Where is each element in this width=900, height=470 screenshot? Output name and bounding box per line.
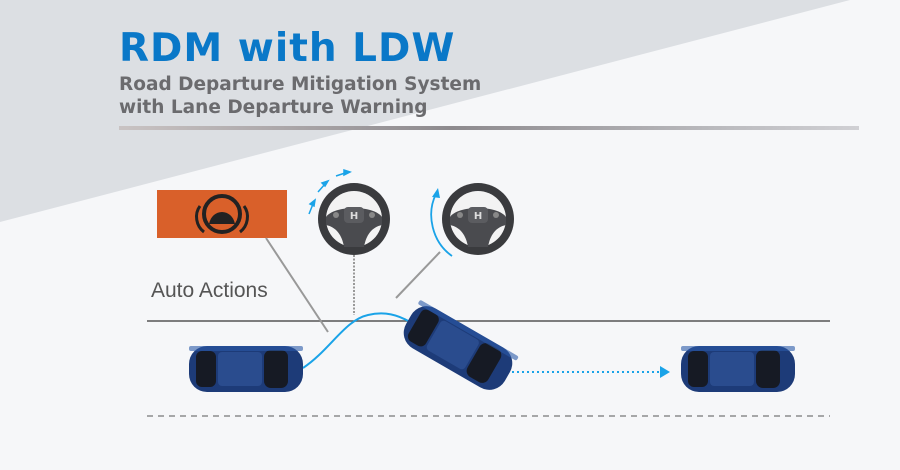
vibration-arrows-icon [308, 168, 352, 215]
title-divider [119, 126, 859, 130]
rotation-arrow-icon [430, 193, 453, 257]
auto-actions-label: Auto Actions [151, 279, 268, 302]
car-departing [397, 299, 519, 397]
subtitle-line-1: Road Departure Mitigation System [119, 74, 482, 95]
arrow-head-icon [660, 366, 670, 378]
page-title: RDM with LDW [119, 26, 456, 71]
pointer-line [395, 251, 441, 299]
steering-wheel-icon [442, 183, 514, 255]
subtitle-line-2: with Lane Departure Warning [119, 97, 428, 118]
car-before [189, 346, 303, 392]
vehicle-path [302, 312, 411, 369]
car-after [681, 346, 795, 392]
steering-wheel-icon [318, 183, 390, 255]
arrow-head-icon [432, 188, 440, 198]
pointer-line [265, 237, 329, 333]
background-band [0, 0, 850, 222]
steering-wheel-warning-icon [195, 194, 249, 234]
